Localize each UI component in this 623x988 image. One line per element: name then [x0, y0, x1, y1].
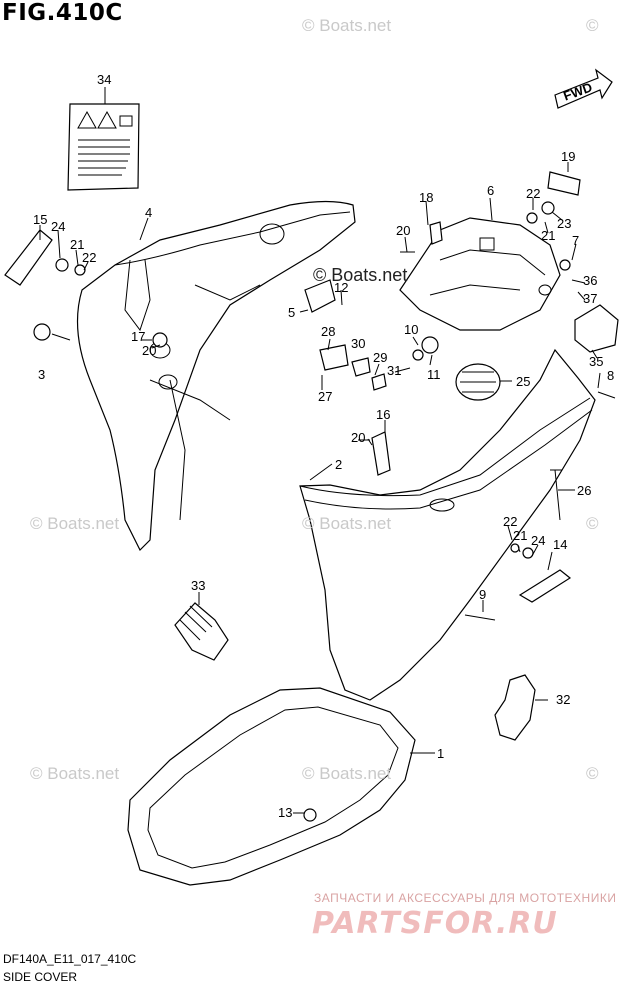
- drawing-code: DF140A_E11_017_410C: [3, 952, 137, 966]
- callout: 2: [335, 457, 343, 472]
- figure-title: FIG.410C: [2, 0, 123, 26]
- callout: 12: [334, 280, 349, 295]
- callout: 15: [33, 212, 48, 227]
- watermark: © Boats.net: [302, 514, 392, 533]
- callout: 25: [516, 374, 531, 389]
- callout: 13: [278, 805, 293, 820]
- callout: 35: [589, 354, 604, 369]
- callout: 21: [70, 237, 85, 252]
- callout: 29: [373, 350, 388, 365]
- callout: 20: [142, 343, 157, 358]
- callout: 36: [583, 273, 598, 288]
- callout: 18: [419, 190, 434, 205]
- watermark: © Boats.net: [302, 16, 392, 35]
- callout: 19: [561, 149, 576, 164]
- small-parts: [33, 171, 616, 822]
- seal-1: [127, 687, 416, 886]
- grommet-33: [174, 602, 229, 661]
- part-14: [518, 569, 572, 603]
- callout: 30: [351, 336, 366, 351]
- callout: 8: [607, 368, 615, 383]
- watermark: © Boats.net: [30, 764, 120, 783]
- callout: 9: [479, 587, 487, 602]
- part-25: [455, 363, 501, 401]
- callout: 31: [387, 363, 402, 378]
- brand-logo: PARTSFOR.RU: [312, 906, 558, 941]
- warning-label-34: [67, 103, 140, 191]
- side-cover-left-4: [76, 200, 356, 552]
- watermark-dark: © Boats.net: [313, 265, 408, 285]
- part-35: [574, 304, 619, 353]
- fwd-arrow-icon: [554, 68, 613, 109]
- part-32: [494, 674, 536, 741]
- callout: 4: [145, 205, 153, 220]
- subtitle: SIDE COVER: [3, 970, 78, 984]
- callout: 21: [513, 528, 528, 543]
- callout: 7: [572, 233, 580, 248]
- part-15: [4, 229, 53, 286]
- callout: 17: [131, 329, 146, 344]
- callout: 11: [427, 367, 441, 382]
- callout: 21: [541, 228, 556, 243]
- callout: 37: [583, 291, 598, 306]
- callout: 1: [437, 746, 445, 761]
- promo-text: ЗАПЧАСТИ И АКСЕССУАРЫ ДЛЯ МОТОТЕХНИКИ: [314, 891, 617, 905]
- watermark: ©: [586, 16, 599, 35]
- callout: 22: [503, 514, 518, 529]
- side-cover-right-2: [299, 348, 596, 701]
- callout: 22: [82, 250, 97, 265]
- callout: 16: [376, 407, 391, 422]
- callout: 20: [396, 223, 411, 238]
- callout: 33: [191, 578, 206, 593]
- callout: 27: [318, 389, 333, 404]
- callout: 23: [557, 216, 572, 231]
- leader-lines: [39, 87, 601, 814]
- watermark: © Boats.net: [302, 764, 392, 783]
- watermark: ©: [586, 764, 599, 783]
- callout: 28: [321, 324, 336, 339]
- callout: 26: [577, 483, 592, 498]
- callout: 22: [526, 186, 541, 201]
- callout: 3: [38, 367, 46, 382]
- callout: 34: [97, 72, 112, 87]
- callout: 24: [531, 533, 546, 548]
- bracket-6: [399, 217, 561, 331]
- watermark: ©: [586, 514, 599, 533]
- callout: 5: [288, 305, 296, 320]
- callout: 32: [556, 692, 571, 707]
- callout: 10: [404, 322, 419, 337]
- part-26: [550, 469, 562, 521]
- callout: 6: [487, 183, 495, 198]
- callout: 24: [51, 219, 66, 234]
- callout: 14: [553, 537, 568, 552]
- watermark: © Boats.net: [30, 514, 120, 533]
- callout: 20: [351, 430, 366, 445]
